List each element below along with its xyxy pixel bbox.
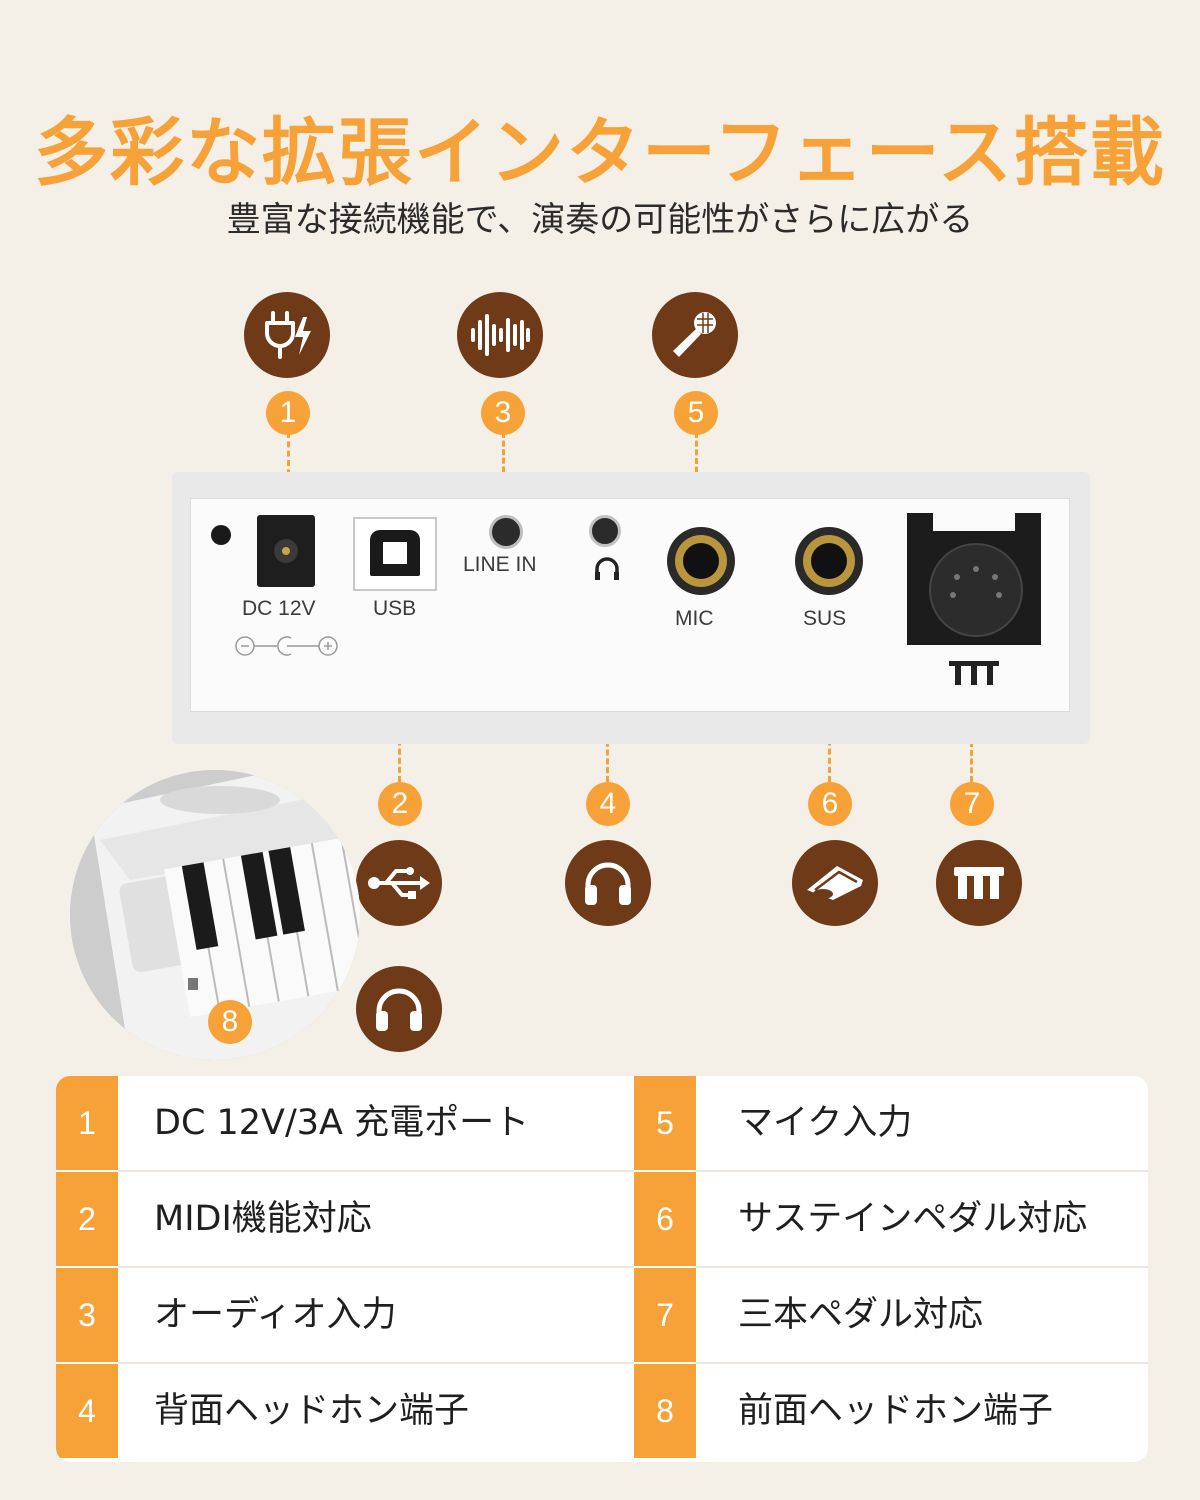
table-row-num: 3 [56,1268,118,1362]
mic-label: MIC [675,607,714,630]
page-subtitle: 豊富な接続機能で、演奏の可能性がさらに広がる [226,200,974,240]
page-title: 多彩な拡張インターフェース搭載 [34,110,1166,196]
table-row-num: 4 [56,1364,118,1458]
headphone-symbol [595,557,619,580]
mic-jack [667,527,735,595]
sound-wave-icon [457,292,543,378]
dc-label: DC 12V [242,597,316,620]
three-pedal-icon [936,840,1022,926]
callout-number-3: 3 [481,391,525,435]
callout-number-7: 7 [950,782,994,826]
power-plug-icon [244,292,330,378]
callout-number-5: 5 [674,391,718,435]
sustain-pedal-icon [792,840,878,926]
table-row-text: MIDI機能対応 [154,1199,372,1239]
callout-number-1: 1 [266,391,310,435]
usb-b-port [353,517,437,591]
row-divider [696,1266,1148,1268]
callout-number-4: 4 [586,782,630,826]
row-divider [118,1170,634,1172]
back-panel: DC 12V USB LINE IN [172,472,1090,744]
callout-number-6: 6 [808,782,852,826]
headphone-jack [589,515,621,547]
reset-hole [211,525,231,545]
microphone-icon [652,292,738,378]
line-in-label: LINE IN [463,553,537,576]
feature-table: 1 DC 12V/3A 充電ポート 2 MIDI機能対応 3 オーディオ入力 4… [56,1076,1148,1462]
pedal-din-port [907,513,1041,645]
usb-label: USB [373,597,417,620]
table-row-num: 5 [634,1076,696,1170]
table-row-num: 2 [56,1172,118,1266]
sus-jack [795,527,863,595]
table-row-num: 7 [634,1268,696,1362]
table-row-text: 三本ペダル対応 [738,1295,984,1335]
dc-jack [257,515,315,587]
table-row-text: サステインペダル対応 [738,1199,1088,1239]
back-panel-face: DC 12V USB LINE IN [190,498,1070,712]
front-headphones-icon [356,966,442,1052]
three-pedal-symbol [949,661,999,685]
table-row-num: 6 [634,1172,696,1266]
row-divider [696,1362,1148,1364]
callout-number-8: 8 [208,1000,252,1044]
table-row-text: オーディオ入力 [154,1295,397,1335]
table-row-text: マイク入力 [738,1103,913,1143]
table-row-text: 前面ヘッドホン端子 [738,1391,1054,1431]
headphones-icon [565,840,651,926]
callout-number-2: 2 [378,782,422,826]
line-in-jack [489,515,523,549]
usb-icon [356,840,442,926]
row-divider [696,1170,1148,1172]
row-divider [118,1362,634,1364]
sus-label: SUS [803,607,847,630]
table-row-num: 8 [634,1364,696,1458]
table-row-num: 1 [56,1076,118,1170]
table-row-text: 背面ヘッドホン端子 [154,1391,470,1431]
table-row-text: DC 12V/3A 充電ポート [154,1103,530,1143]
row-divider [118,1266,634,1268]
dc-polarity-symbol [235,636,338,656]
